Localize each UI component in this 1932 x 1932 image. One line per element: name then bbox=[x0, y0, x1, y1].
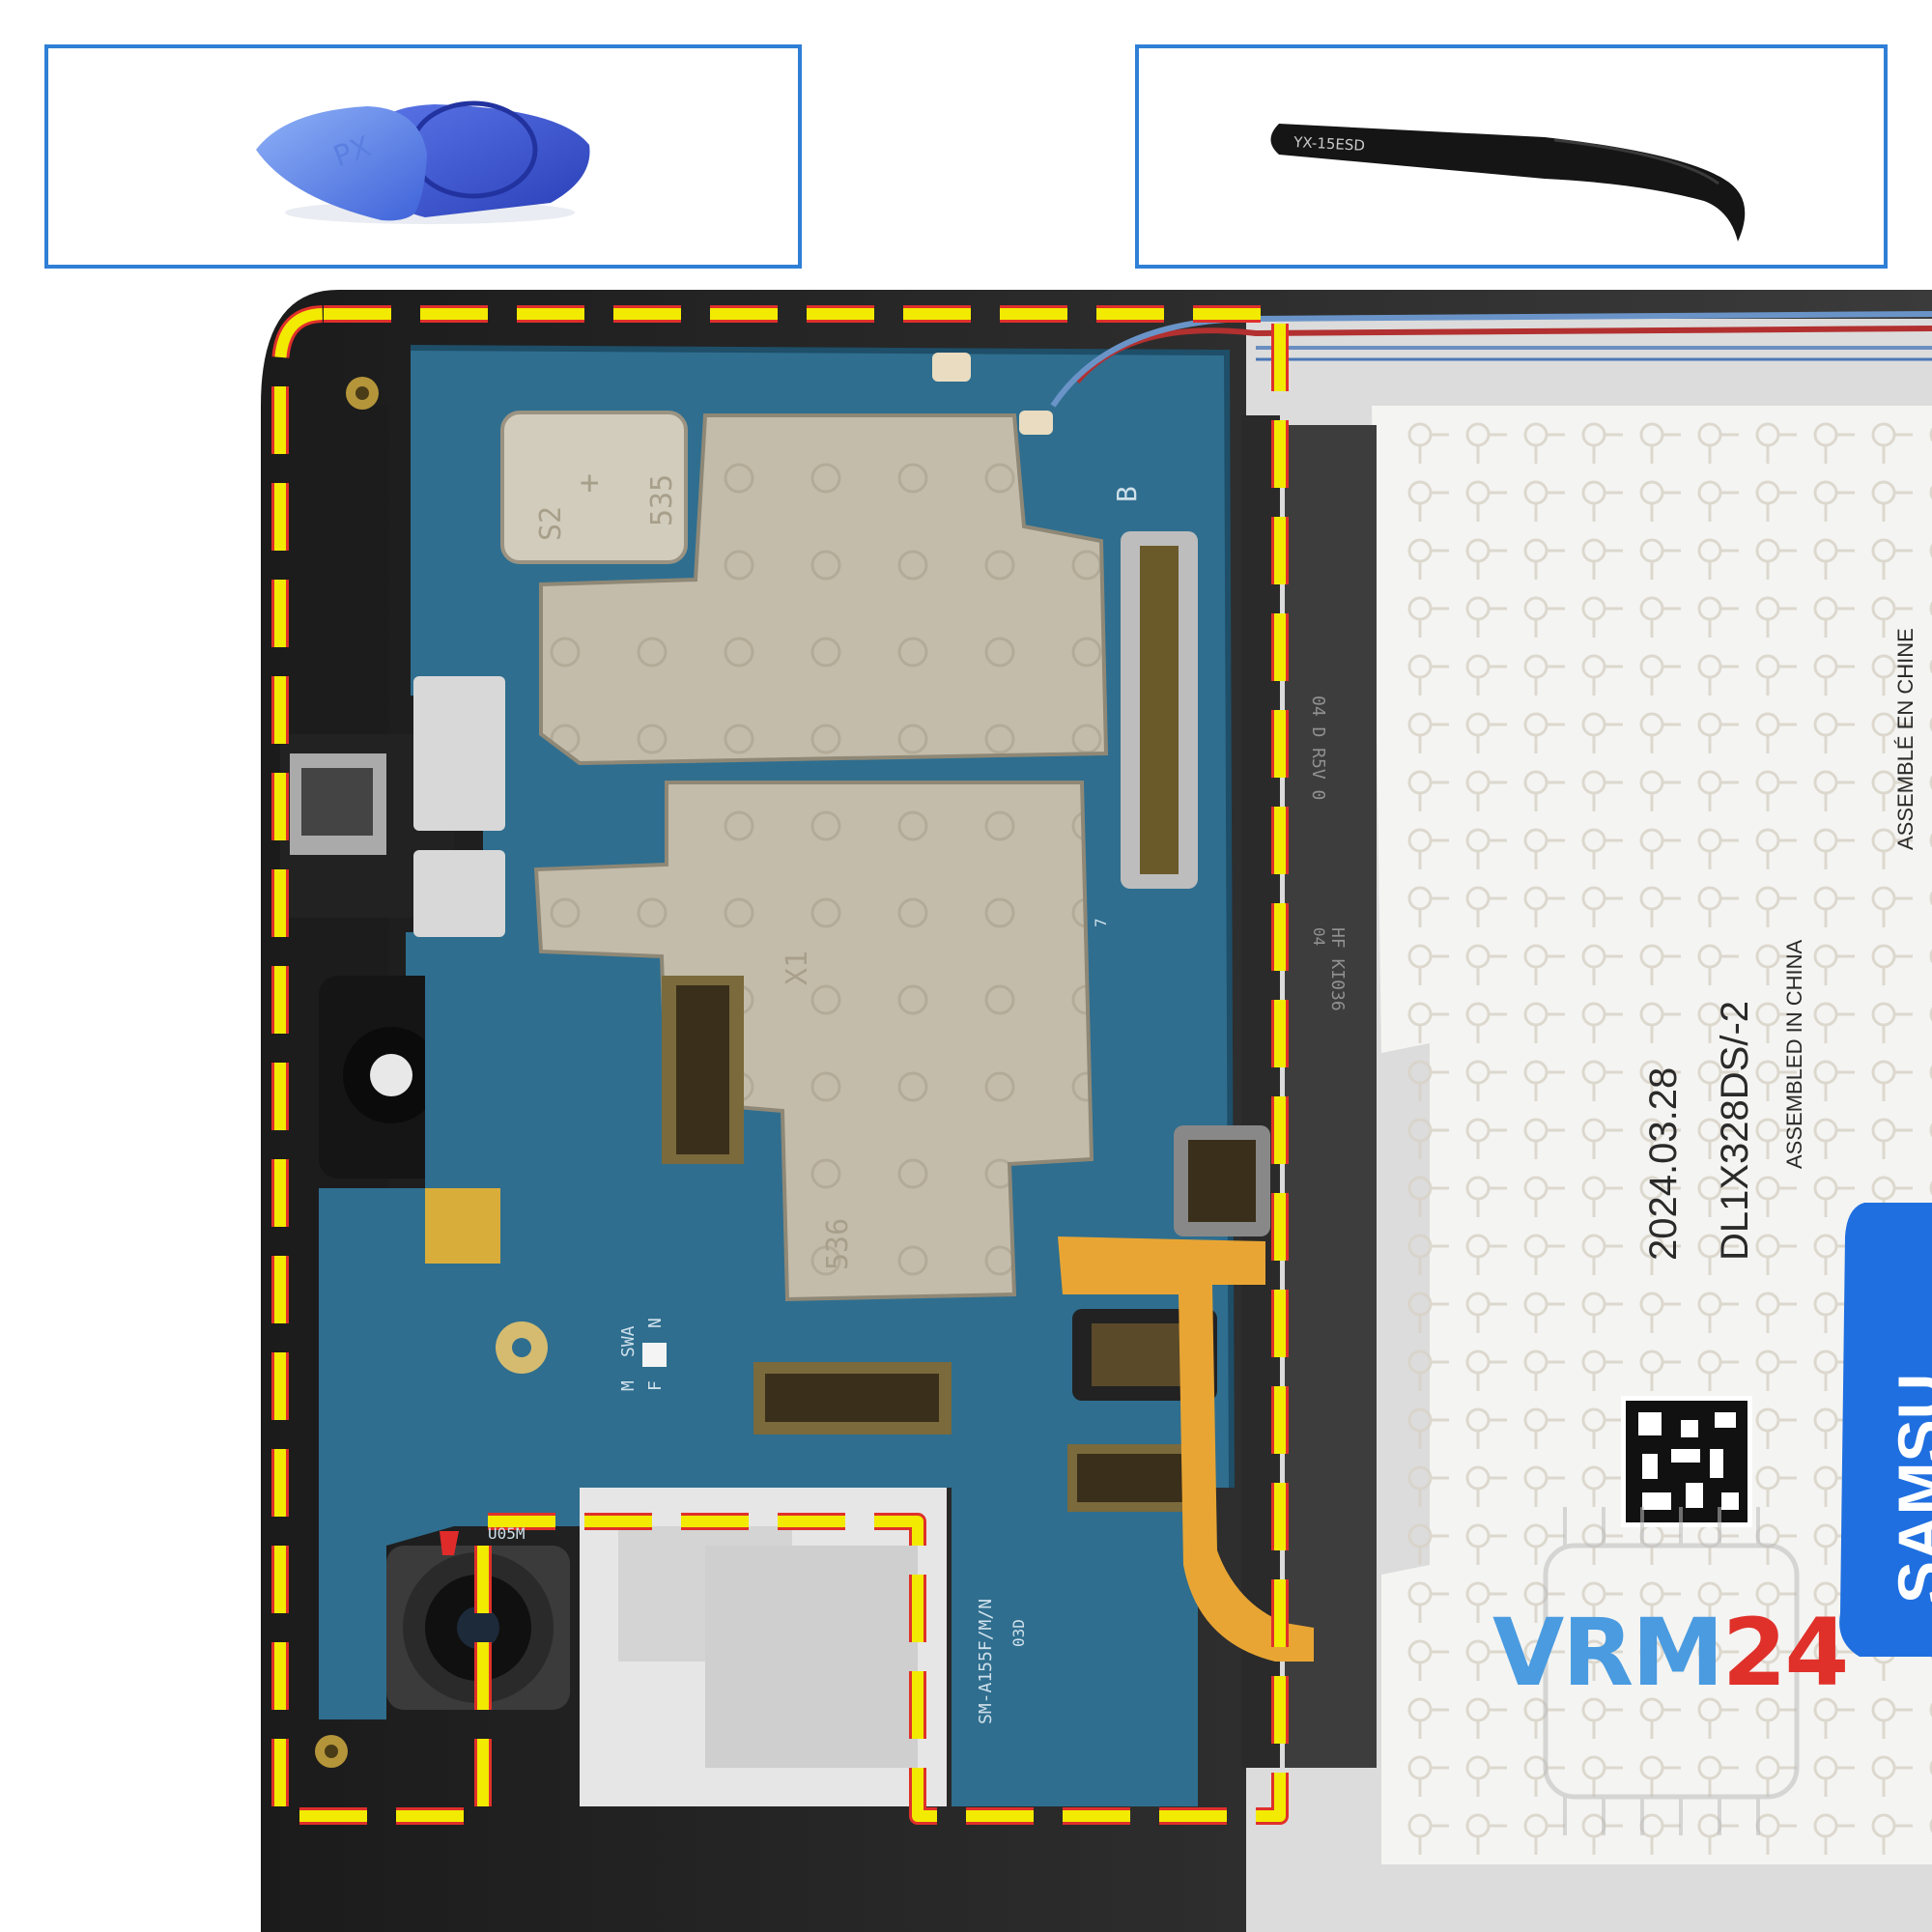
shield-mark-s2: S2 bbox=[534, 505, 568, 541]
silkscreen-swa: SWA bbox=[618, 1325, 639, 1357]
rf-shield-upper bbox=[539, 413, 1109, 766]
silkscreen-04: 04 bbox=[1310, 927, 1328, 947]
silkscreen-n: N bbox=[645, 1318, 666, 1328]
battery-model: DL1X328DS/-2 bbox=[1714, 1000, 1756, 1261]
board-connector-lower-right bbox=[1067, 1444, 1198, 1512]
tweezer-mark: YX-15ESD bbox=[1293, 133, 1366, 155]
silkscreen-7: 7 bbox=[1092, 918, 1110, 927]
battery-qr-code bbox=[1621, 1396, 1752, 1527]
rf-shield-lower bbox=[533, 781, 1094, 1302]
silkscreen-r5v: 04 D R5V 0 bbox=[1308, 696, 1328, 801]
battery-sticker bbox=[1839, 1203, 1932, 1657]
silkscreen-m: M bbox=[618, 1380, 639, 1391]
battery-assembled-en: ASSEMBLED IN CHINA bbox=[1782, 939, 1806, 1169]
board-connector-left bbox=[662, 976, 744, 1164]
shield-mark-535: 535 bbox=[645, 473, 679, 526]
logo-24: 24 bbox=[1721, 1599, 1850, 1707]
shield-mark-536: 536 bbox=[821, 1217, 855, 1270]
vrm24-chip-graphic bbox=[1543, 1507, 1800, 1835]
silkscreen-03d: 03D bbox=[1009, 1619, 1028, 1647]
battery-brand: SAMSU bbox=[1885, 1373, 1932, 1604]
shield-mark-x1: X1 bbox=[781, 950, 814, 985]
highlight-outline bbox=[271, 305, 1289, 1825]
plastic-picks-icon: PX bbox=[256, 100, 590, 224]
board-connector-middle bbox=[753, 1362, 952, 1435]
silkscreen-hf: HF KI036 bbox=[1327, 927, 1348, 1011]
tool-box-tweezers: YX-15ESD bbox=[1135, 44, 1888, 269]
shield-mark-plus: + bbox=[580, 464, 600, 502]
orange-flex-cable bbox=[1058, 1236, 1314, 1662]
tool-box-picks: PX bbox=[44, 44, 802, 269]
display-connector bbox=[1121, 531, 1198, 889]
battery-assembled-fr: ASSEMBLÉ EN CHINE bbox=[1893, 628, 1918, 850]
logo-vrm: VRM bbox=[1492, 1599, 1724, 1707]
curved-tweezers-icon: YX-15ESD bbox=[1270, 124, 1746, 242]
battery-date: 2024.03.28 bbox=[1642, 1066, 1685, 1261]
vrm24-logo: VRM24 bbox=[1492, 1599, 1849, 1715]
silkscreen-f: F bbox=[645, 1380, 666, 1391]
rear-camera bbox=[386, 1531, 570, 1710]
board-data-matrix bbox=[425, 1188, 500, 1264]
flash-led bbox=[642, 1343, 667, 1367]
phone-disassembly-photo bbox=[261, 290, 1932, 1932]
rf-shield-small bbox=[500, 411, 688, 564]
silkscreen-b: B bbox=[1111, 486, 1143, 502]
silkscreen-model: SM-A155F/M/N bbox=[976, 1598, 996, 1724]
silkscreen-u05m: U05M bbox=[488, 1524, 526, 1543]
